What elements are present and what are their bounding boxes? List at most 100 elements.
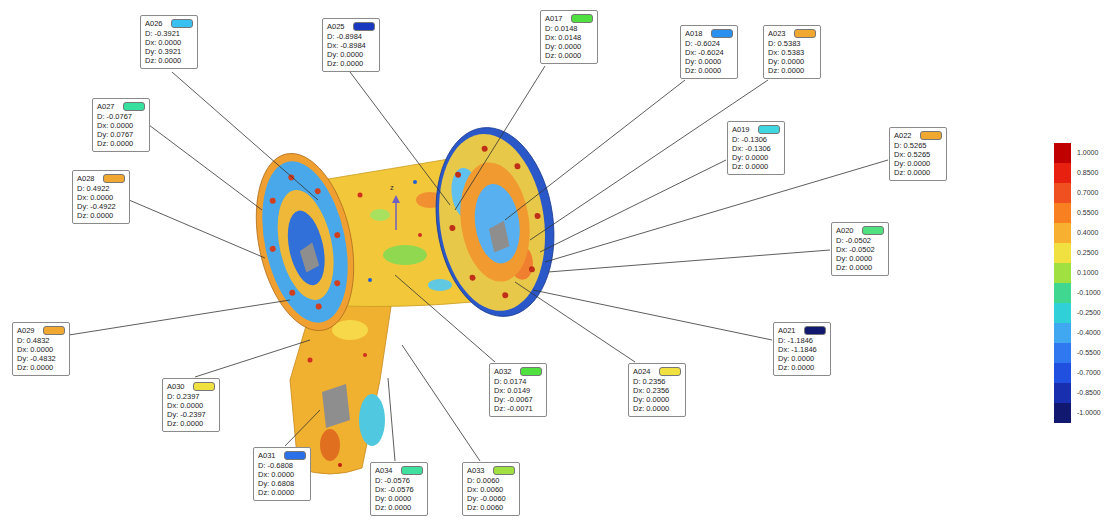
deviation-value: Dx: -0.1306: [732, 144, 771, 153]
deviation-value: Dx: 0.0000: [77, 193, 113, 202]
color-swatch: [284, 451, 306, 460]
deviation-value: Dx: 0.0000: [167, 401, 203, 410]
color-swatch: [103, 174, 125, 183]
callout-box: A023D: 0.5383Dx: 0.5383Dy: 0.0000Dz: 0.0…: [763, 25, 821, 79]
deviation-value: Dz: 0.0000: [894, 168, 930, 177]
deviation-value: Dz: 0.0000: [375, 503, 411, 512]
color-swatch: [659, 367, 681, 376]
color-scale-entry: -0.4000: [1054, 323, 1108, 343]
deviation-value: Dy: 0.0000: [633, 395, 669, 404]
point-id: A030: [167, 381, 185, 392]
deviation-value: Dx: 0.0000: [97, 121, 133, 130]
deviation-value: Dy: 0.6808: [258, 479, 294, 488]
color-swatch: [193, 382, 215, 391]
color-scale-entry: -0.5500: [1054, 343, 1108, 363]
scale-value: -0.5500: [1077, 349, 1101, 357]
deviation-value: Dz: 0.0000: [633, 404, 669, 413]
callout-box: A028D: 0.4922Dx: 0.0000Dy: -0.4922Dz: 0.…: [72, 170, 130, 224]
color-scale-entry: -1.0000: [1054, 403, 1108, 423]
color-scale-entry: 0.8500: [1054, 163, 1108, 183]
deviation-value: Dz: 0.0000: [836, 263, 872, 272]
callout-box: A025D: -0.8984Dx: -0.8984Dy: 0.0000Dz: 0…: [322, 18, 380, 72]
scale-value: -1.0000: [1077, 409, 1101, 417]
deviation-value: D: -0.0502: [836, 236, 871, 245]
deviation-value: Dx: 0.0148: [545, 33, 581, 42]
deviation-value: D: 0.4922: [77, 184, 110, 193]
deviation-value: D: -0.6024: [685, 39, 720, 48]
color-swatch: [1054, 163, 1071, 183]
deviation-value: D: -0.0767: [97, 112, 132, 121]
deviation-value: Dz: 0.0000: [145, 56, 181, 65]
point-id: A020: [836, 225, 854, 236]
color-swatch: [353, 22, 375, 31]
deviation-value: Dz: 0.0000: [732, 162, 768, 171]
callout-box: A021D: -1.1846Dx: -1.1846Dy: 0.0000Dz: 0…: [773, 322, 831, 376]
scale-value: -0.7000: [1077, 369, 1101, 377]
deviation-value: D: 0.5265: [894, 141, 927, 150]
point-id: A027: [97, 101, 115, 112]
deviation-value: Dy: -0.0060: [467, 494, 506, 503]
point-id: A023: [768, 28, 786, 39]
color-swatch: [1054, 323, 1071, 343]
deviation-value: D: -0.0576: [375, 476, 410, 485]
point-id: A018: [685, 28, 703, 39]
color-swatch: [711, 29, 733, 38]
point-id: A031: [258, 450, 276, 461]
callout-box: A027D: -0.0767Dx: 0.0000Dy: 0.0767Dz: 0.…: [92, 98, 150, 152]
callout-box: A018D: -0.6024Dx: -0.6024Dy: 0.0000Dz: 0…: [680, 25, 738, 79]
color-scale-entry: 0.7000: [1054, 183, 1108, 203]
color-scale-entry: 0.1000: [1054, 263, 1108, 283]
deviation-value: Dy: -0.0067: [494, 395, 533, 404]
scale-value: -0.1000: [1077, 289, 1101, 297]
color-swatch: [401, 466, 423, 475]
deviation-value: Dy: 0.0000: [685, 57, 721, 66]
callout-box: A034D: -0.0576Dx: -0.0576Dy: 0.0000Dz: 0…: [370, 462, 428, 516]
deviation-value: Dx: 0.0149: [494, 386, 530, 395]
deviation-value: Dy: 0.0000: [545, 42, 581, 51]
scale-value: 0.1000: [1077, 269, 1098, 277]
color-swatch: [1054, 243, 1071, 263]
color-scale-entry: -0.8500: [1054, 383, 1108, 403]
deviation-value: Dz: 0.0060: [467, 503, 503, 512]
point-id: A019: [732, 124, 750, 135]
point-id: A024: [633, 366, 651, 377]
scale-value: -0.2500: [1077, 309, 1101, 317]
callout-box: A033D: 0.0060Dx: 0.0060Dy: -0.0060Dz: 0.…: [462, 462, 520, 516]
scale-value: 0.8500: [1077, 169, 1098, 177]
color-scale-entry: -0.1000: [1054, 283, 1108, 303]
deviation-value: D: 0.2397: [167, 392, 200, 401]
deviation-value: Dz: 0.0000: [327, 59, 363, 68]
scale-value: 0.2500: [1077, 249, 1098, 257]
callout-box: A019D: -0.1306Dx: -0.1306Dy: 0.0000Dz: 0…: [727, 121, 785, 175]
deviation-value: Dx: -0.0502: [836, 245, 875, 254]
point-id: A021: [778, 325, 796, 336]
color-scale-entry: -0.2500: [1054, 303, 1108, 323]
deviation-value: D: -0.1306: [732, 135, 767, 144]
deviation-value: Dx: 0.0000: [145, 38, 181, 47]
deviation-value: Dx: 0.0000: [258, 470, 294, 479]
color-swatch: [758, 125, 780, 134]
color-swatch: [1054, 263, 1071, 283]
color-scale-entry: 0.2500: [1054, 243, 1108, 263]
color-swatch: [1054, 343, 1071, 363]
point-id: A026: [145, 18, 163, 29]
callout-box: A022D: 0.5265Dx: 0.5265Dy: 0.0000Dz: 0.0…: [889, 127, 947, 181]
color-scale-entry: 1.0000: [1054, 143, 1108, 163]
point-id: A017: [545, 13, 563, 24]
color-swatch: [1054, 383, 1071, 403]
deviation-value: D: 0.2356: [633, 377, 666, 386]
color-swatch: [1054, 223, 1071, 243]
scale-value: -0.8500: [1077, 389, 1101, 397]
color-swatch: [1054, 283, 1071, 303]
deviation-value: Dy: 0.0000: [732, 153, 768, 162]
color-swatch: [493, 466, 515, 475]
deviation-value: Dz: 0.0000: [545, 51, 581, 60]
color-swatch: [571, 14, 593, 23]
color-swatch: [123, 102, 145, 111]
point-id: A029: [17, 325, 35, 336]
deviation-value: Dz: 0.0000: [768, 66, 804, 75]
deviation-value: Dx: 0.0000: [17, 345, 53, 354]
deviation-value: Dy: 0.0000: [768, 57, 804, 66]
color-swatch: [804, 326, 826, 335]
